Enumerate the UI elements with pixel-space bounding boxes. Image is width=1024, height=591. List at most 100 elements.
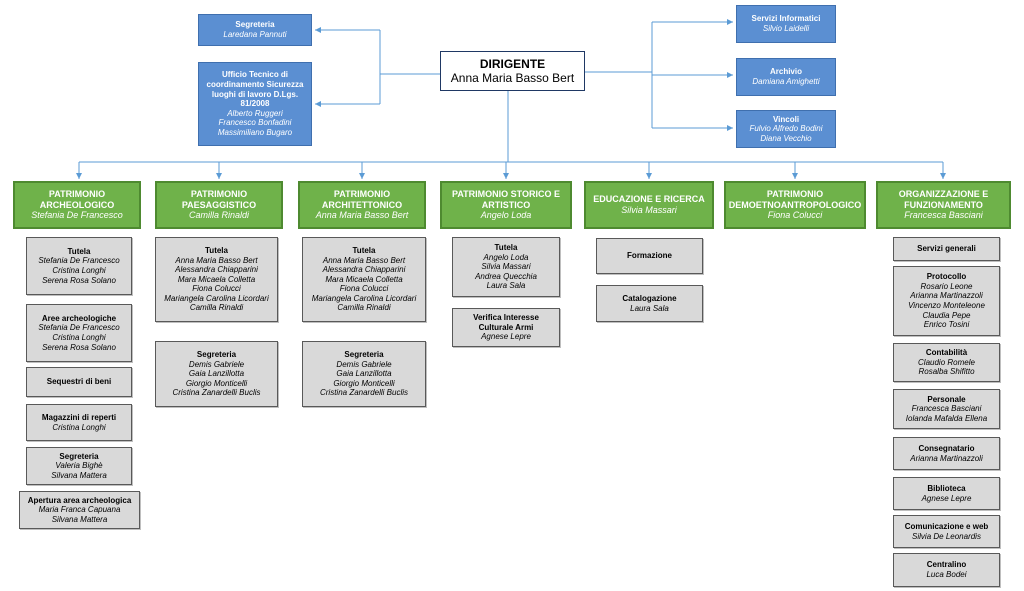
unit-member: Silvana Mattera: [51, 470, 107, 480]
unit-member: Vincenzo Monteleone: [908, 301, 985, 310]
unit-member: Maria Franca Capuana: [38, 505, 121, 515]
unit-member: Cristina Zanardelli Buclis: [319, 388, 409, 398]
unit-member: Giorgio Monticelli: [333, 378, 395, 388]
unit-title: Contabilità: [925, 348, 968, 358]
unit-box[interactable]: Tutela Stefania De Francesco Cristina Lo…: [26, 237, 132, 295]
unit-box[interactable]: Segreteria Valeria Bighè Silvana Mattera: [26, 447, 132, 485]
staff-name: Silvio Laidelli: [762, 24, 810, 33]
unit-member: Cristina Longhi: [52, 333, 106, 342]
unit-box[interactable]: Tutela Anna Maria Basso Bert Alessandra …: [302, 237, 426, 322]
unit-box[interactable]: Protocollo Rosario Leone Arianna Martina…: [893, 266, 1000, 336]
unit-box[interactable]: Biblioteca Agnese Lepre: [893, 477, 1000, 510]
unit-title: Segreteria: [59, 451, 99, 461]
staff-servizi-informatici-box[interactable]: Servizi Informatici Silvio Laidelli: [736, 5, 836, 43]
dept-title: EDUCAZIONE E RICERCA: [593, 194, 705, 205]
unit-title: Protocollo: [926, 272, 967, 282]
unit-member: Arianna Martinazzoli: [910, 453, 983, 463]
unit-member: Stefania De Francesco: [38, 256, 120, 266]
unit-member: Cristina Zanardelli Buclis: [172, 388, 261, 398]
director-title: DIRIGENTE: [479, 56, 546, 71]
staff-name: Laredana Pannuti: [223, 30, 287, 39]
unit-title: Aree archeologiche: [41, 313, 117, 323]
staff-ufficio-tecnico-box[interactable]: Ufficio Tecnico di coordinamento Sicurez…: [198, 62, 312, 146]
staff-name: Fulvio Alfredo Bodini: [749, 124, 823, 134]
staff-title: Segreteria: [235, 20, 275, 30]
unit-title: Tutela: [352, 245, 376, 255]
staff-archivio-box[interactable]: Archivio Damiana Amighetti: [736, 58, 836, 96]
dept-head: Stefania De Francesco: [31, 210, 123, 221]
unit-member: Laura Sala: [630, 303, 669, 313]
unit-member: Mariangela Carolina Licordari: [311, 293, 417, 303]
unit-box[interactable]: Contabilità Claudio Romele Rosalba Shifi…: [893, 343, 1000, 382]
unit-box[interactable]: Segreteria Demis Gabriele Gaia Lanzillot…: [302, 341, 426, 407]
unit-member: Rosario Leone: [920, 281, 973, 291]
unit-box[interactable]: Apertura area archeologica Maria Franca …: [19, 491, 140, 529]
unit-box[interactable]: Segreteria Demis Gabriele Gaia Lanzillot…: [155, 341, 278, 407]
unit-box[interactable]: Catalogazione Laura Sala: [596, 285, 703, 322]
unit-box[interactable]: Comunicazione e web Silvia De Leonardis: [893, 515, 1000, 548]
unit-member: Mara Micaela Colletta: [325, 274, 403, 284]
dept-archeologico[interactable]: PATRIMONIO ARCHEOLOGICO Stefania De Fran…: [13, 181, 141, 229]
unit-box[interactable]: Verifica Interesse Culturale Armi Agnese…: [452, 308, 560, 347]
unit-title: Apertura area archeologica: [27, 495, 132, 505]
staff-title: Vincoli: [772, 114, 800, 124]
unit-title: Tutela: [67, 246, 91, 256]
unit-box[interactable]: Servizi generali: [893, 237, 1000, 261]
staff-title: Servizi Informatici: [751, 14, 821, 24]
unit-member: Gaia Lanzillotta: [336, 369, 392, 379]
unit-member: Rosalba Shifitto: [918, 367, 975, 377]
unit-title: Centralino: [926, 560, 967, 570]
dept-paesaggistico[interactable]: PATRIMONIO PAESAGGISTICO Camilla Rinaldi: [155, 181, 283, 229]
unit-member: Laura Sala: [486, 281, 526, 291]
unit-title: Consegnatario: [918, 443, 975, 453]
unit-box[interactable]: Sequestri di beni: [26, 367, 132, 397]
staff-name: Alberto Ruggeri: [227, 108, 283, 118]
dept-demoetnoantropologico[interactable]: PATRIMONIO DEMOETNOANTROPOLOGICO Fiona C…: [724, 181, 866, 229]
unit-title: Tutela: [205, 245, 228, 255]
dept-architettonico[interactable]: PATRIMONIO ARCHITETTONICO Anna Maria Bas…: [298, 181, 426, 229]
unit-title: Biblioteca: [927, 483, 966, 493]
unit-member: Angelo Loda: [483, 252, 529, 262]
dept-educazione-ricerca[interactable]: EDUCAZIONE E RICERCA Silvia Massari: [584, 181, 714, 229]
unit-box[interactable]: Formazione: [596, 238, 703, 274]
unit-title: Tutela: [494, 243, 518, 253]
unit-member: Mara Micaela Colletta: [177, 274, 256, 284]
unit-member: Claudio Romele: [918, 357, 975, 367]
unit-member: Camilla Rinaldi: [189, 303, 244, 313]
dept-head: Anna Maria Basso Bert: [315, 210, 409, 221]
dept-organizzazione[interactable]: ORGANIZZAZIONE E FUNZIONAMENTO Francesca…: [876, 181, 1011, 229]
dept-storico-artistico[interactable]: PATRIMONIO STORICO E ARTISTICO Angelo Lo…: [440, 181, 572, 229]
unit-member: Anna Maria Basso Bert: [322, 255, 406, 265]
unit-box[interactable]: Centralino Luca Bodei: [893, 553, 1000, 587]
unit-member: Claudia Pepe: [922, 310, 971, 320]
dept-head: Fiona Colucci: [767, 210, 823, 221]
dept-head: Angelo Loda: [480, 210, 532, 221]
dept-title: PATRIMONIO STORICO E ARTISTICO: [451, 188, 560, 210]
unit-member: Cristina Longhi: [52, 266, 106, 275]
director-box[interactable]: DIRIGENTE Anna Maria Basso Bert: [440, 51, 585, 91]
unit-member: Alessandra Chiapparini: [175, 265, 258, 275]
unit-member: Mariangela Carolina Licordari: [164, 293, 269, 303]
unit-box[interactable]: Magazzini di reperti Cristina Longhi: [26, 404, 132, 441]
dept-title: ORGANIZZAZIONE E FUNZIONAMENTO: [898, 188, 989, 210]
unit-member: Serena Rosa Solano: [42, 342, 116, 352]
staff-name: Massimiliano Bugaro: [217, 127, 293, 137]
unit-title: Personale: [927, 394, 966, 404]
unit-box[interactable]: Tutela Angelo Loda Silvia Massari Andrea…: [452, 237, 560, 297]
unit-box[interactable]: Tutela Anna Maria Basso Bert Alessandra …: [155, 237, 278, 322]
staff-vincoli-box[interactable]: Vincoli Fulvio Alfredo Bodini Diana Vecc…: [736, 110, 836, 148]
unit-title: Formazione: [627, 251, 672, 261]
unit-title: Servizi generali: [917, 244, 976, 254]
unit-title: Verifica Interesse Culturale Armi: [473, 313, 539, 332]
staff-segreteria-box[interactable]: Segreteria Laredana Pannuti: [198, 14, 312, 46]
unit-box[interactable]: Personale Francesca Basciani Iolanda Maf…: [893, 389, 1000, 429]
unit-member: Giorgio Monticelli: [185, 378, 248, 388]
unit-member: Iolanda Mafalda Ellena: [905, 413, 988, 423]
dept-title: PATRIMONIO ARCHITETTONICO: [321, 188, 403, 210]
unit-member: Luca Bodei: [926, 570, 967, 579]
dept-head: Francesca Basciani: [904, 210, 983, 221]
unit-box[interactable]: Consegnatario Arianna Martinazzoli: [893, 437, 1000, 470]
unit-title: Magazzini di reperti: [41, 412, 117, 422]
unit-box[interactable]: Aree archeologiche Stefania De Francesco…: [26, 304, 132, 362]
